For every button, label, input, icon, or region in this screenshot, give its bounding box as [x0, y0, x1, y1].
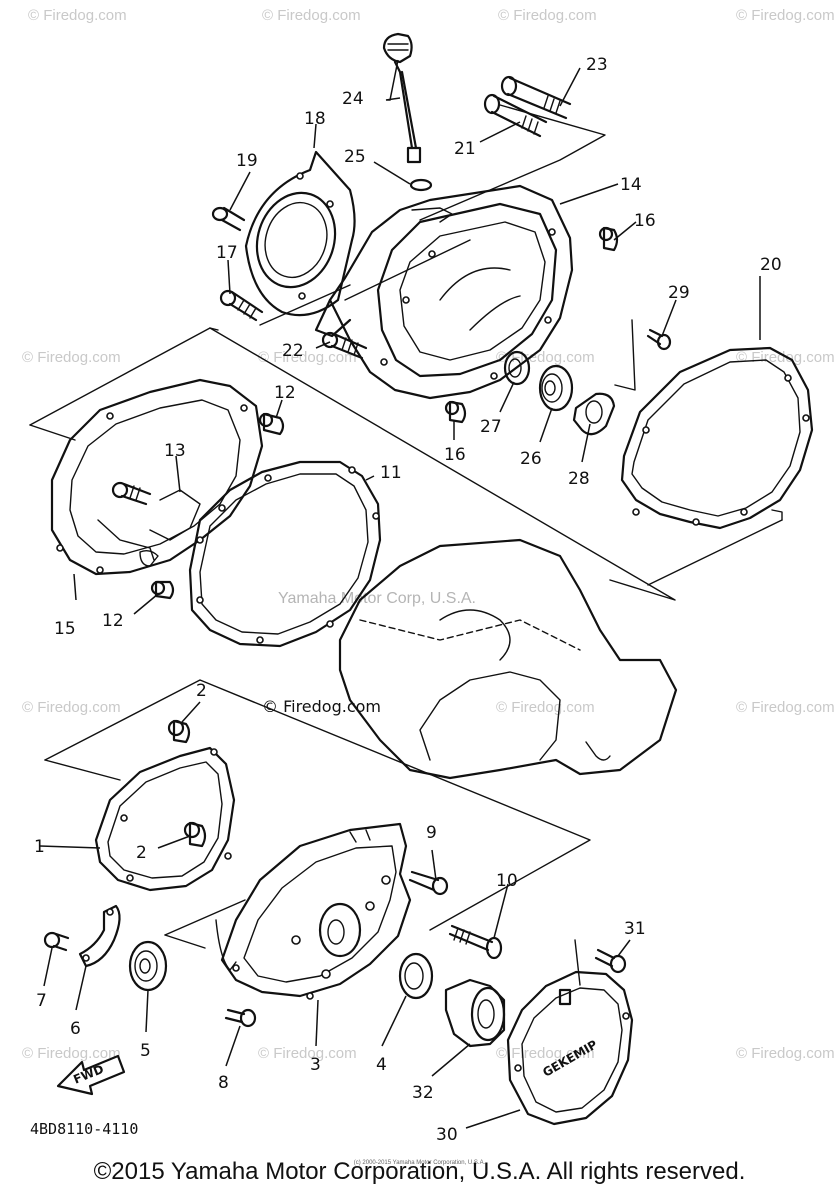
- part-2-dowel-upper: [167, 719, 191, 744]
- callout: 10: [496, 871, 518, 891]
- callout: 5: [140, 1041, 151, 1061]
- part-4-oil-seal: [398, 952, 434, 1000]
- callout: 16: [444, 445, 466, 465]
- part-25-o-ring: [409, 178, 433, 192]
- callout: 20: [760, 255, 782, 275]
- part-8-screw: [224, 1008, 257, 1028]
- part-18-plate: [244, 150, 356, 317]
- callout: 28: [568, 469, 590, 489]
- watermark-text: © Firedog.com: [258, 1045, 357, 1062]
- group-outline-lower: [44, 679, 591, 986]
- part-32-collar: [444, 978, 506, 1048]
- callout: 29: [668, 283, 690, 303]
- callout: 2: [196, 681, 207, 701]
- part-22-bolt: [321, 331, 368, 360]
- watermark-text: © Firedog.com: [496, 699, 595, 716]
- callout: 8: [218, 1073, 229, 1093]
- watermark-text: © Firedog.com: [736, 699, 835, 716]
- callout: 2: [136, 843, 147, 863]
- part-1-gasket: [94, 746, 236, 892]
- part-11-gasket: [188, 460, 382, 648]
- callout: 3: [310, 1055, 321, 1075]
- part-27-oil-seal: [503, 350, 531, 386]
- part-code: 4BD8110-4110: [30, 1120, 138, 1138]
- center-watermark: Yamaha Motor Corp, U.S.A.: [278, 590, 476, 607]
- part-10-bolt: [448, 924, 503, 960]
- part-24-dipstick: [382, 32, 422, 164]
- part-7-screw: [43, 931, 70, 952]
- callout-numbers: 1 2 2 3 4 5 6 7 8 9 10 11 12 12 13 14 15…: [34, 55, 782, 1145]
- watermark-text: © Firedog.com: [498, 7, 597, 24]
- callout: 27: [480, 417, 502, 437]
- callout: 17: [216, 243, 238, 263]
- callout: 31: [624, 919, 646, 939]
- callout: 4: [376, 1055, 387, 1075]
- part-5-bearing: [128, 940, 168, 992]
- crankcase-reference: [338, 538, 678, 780]
- watermark-text: © Firedog.com: [28, 7, 127, 24]
- callout: 9: [426, 823, 437, 843]
- part-13-bolt: [111, 481, 152, 506]
- part-6-stopper: [78, 904, 121, 968]
- callout: 15: [54, 619, 76, 639]
- part-2-dowel-lower: [183, 821, 207, 848]
- watermark-text: © Firedog.com: [736, 7, 835, 24]
- part-16-dowel-lower: [444, 400, 467, 424]
- part-20-gasket: [620, 346, 814, 530]
- watermark-text: © Firedog.com: [22, 699, 121, 716]
- callout: 6: [70, 1019, 81, 1039]
- watermark-text: © Firedog.com: [496, 1045, 595, 1062]
- callout: 19: [236, 151, 258, 171]
- callout: 24: [342, 89, 364, 109]
- callout: 23: [586, 55, 608, 75]
- watermark-text: © Firedog.com: [22, 1045, 121, 1062]
- callout: 11: [380, 463, 402, 483]
- callout: 7: [36, 991, 47, 1011]
- part-17-bolt: [219, 289, 264, 322]
- leader-lines: [39, 59, 761, 1129]
- callout: 14: [620, 175, 642, 195]
- part-14-crankcase-cover: [314, 184, 574, 400]
- part-15-crankcase-cover: [50, 378, 264, 576]
- copyright-notice: ©2015 Yamaha Motor Corporation, U.S.A. A…: [93, 1158, 746, 1185]
- part-16-dowel-upper: [598, 226, 619, 252]
- part-26-bearing: [538, 364, 574, 412]
- part-29-screw: [646, 328, 672, 351]
- part-19-bolt: [211, 206, 246, 232]
- callout: 12: [274, 383, 296, 403]
- part-3-crankcase-cover: [215, 822, 412, 1000]
- callout: 12: [102, 611, 124, 631]
- part-23-bolt: [500, 75, 572, 120]
- callout: 1: [34, 837, 45, 857]
- watermark-row: © Firedog.com © Firedog.com © Firedog.co…: [22, 7, 835, 1062]
- watermark-text: © Firedog.com: [736, 1045, 835, 1062]
- part-28-plate: [572, 392, 616, 436]
- callout: 25: [344, 147, 366, 167]
- watermark-text: © Firedog.com: [262, 7, 361, 24]
- callout: 32: [412, 1083, 434, 1103]
- callout: 13: [164, 441, 186, 461]
- callout: 21: [454, 139, 476, 159]
- group-outline-upper: [29, 319, 783, 601]
- callout: 22: [282, 341, 304, 361]
- callout: 18: [304, 109, 326, 129]
- part-12-dowel-upper: [258, 412, 285, 436]
- watermark-text: © Firedog.com: [258, 349, 357, 366]
- fwd-label: FWD: [71, 1062, 105, 1087]
- callout: 30: [436, 1125, 458, 1145]
- watermark-text: © Firedog.com: [22, 349, 121, 366]
- callout: 16: [634, 211, 656, 231]
- callout: 26: [520, 449, 542, 469]
- fine-print: (c) 2000-2015 Yamaha Motor Corporation, …: [353, 1160, 486, 1166]
- part-9-bolt: [408, 870, 449, 896]
